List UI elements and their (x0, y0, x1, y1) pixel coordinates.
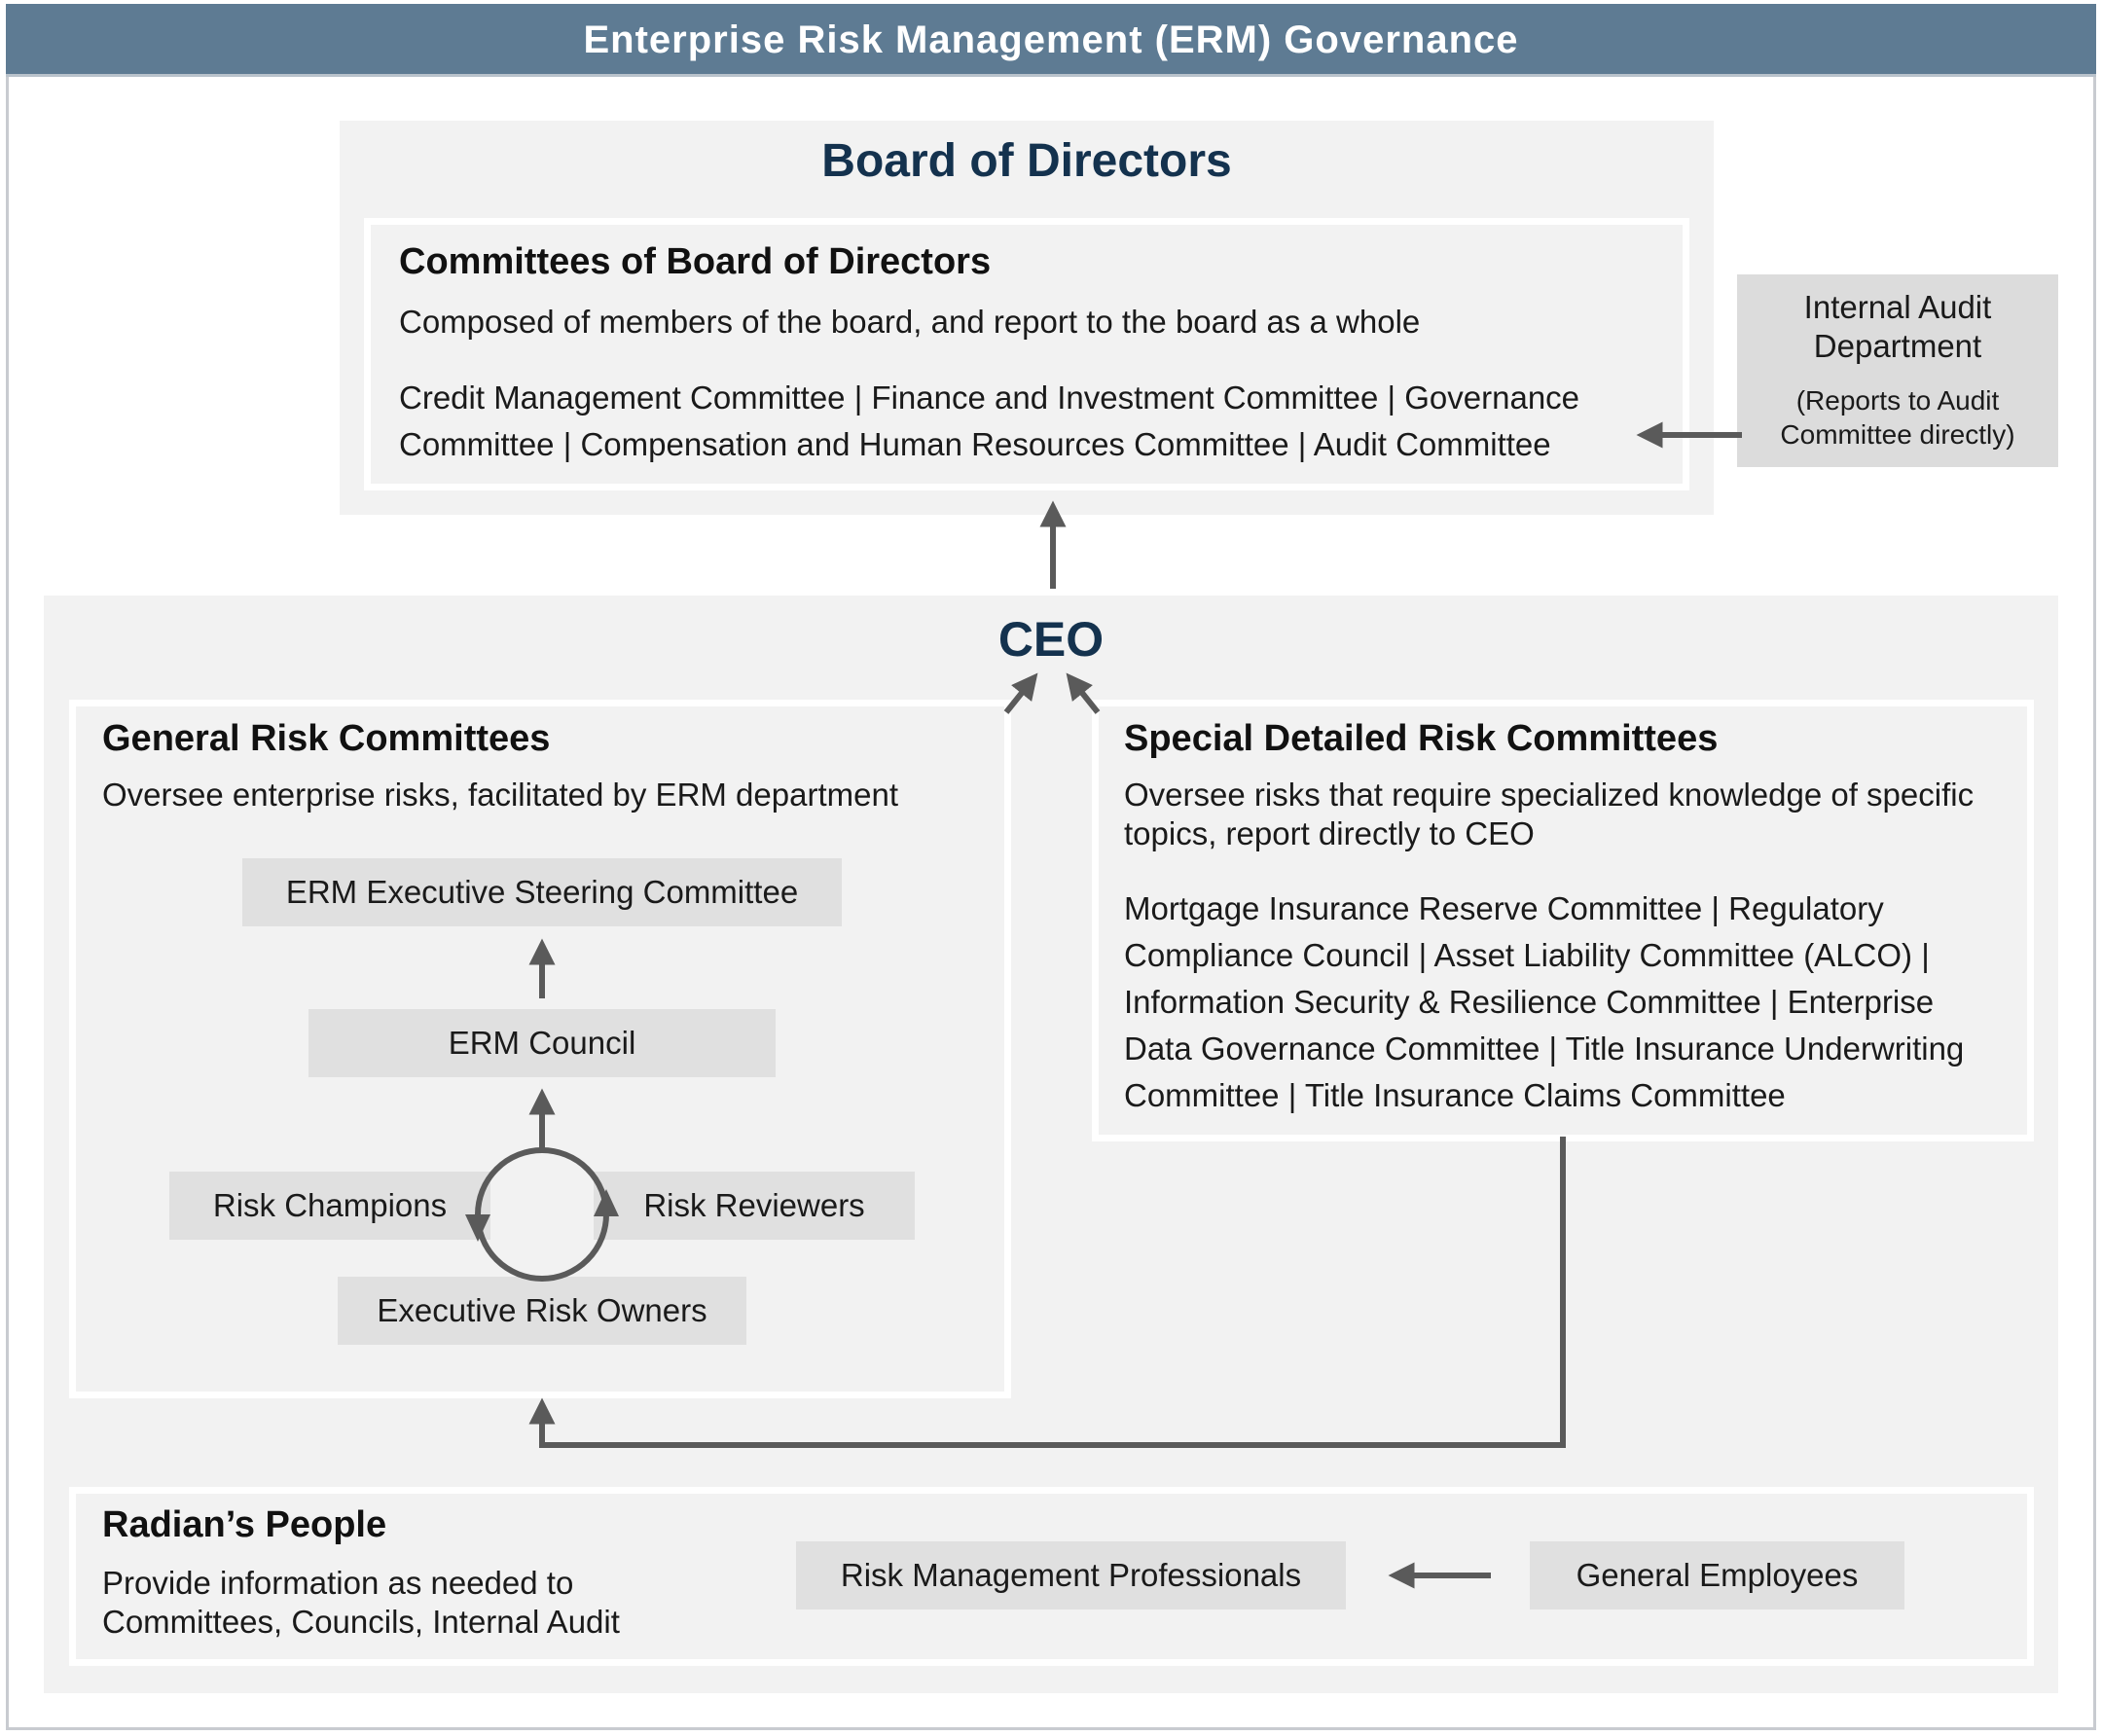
arrow-special-to-ceo (1066, 672, 1101, 714)
arrow-general-to-ceo (1003, 672, 1038, 714)
arrow-special-to-general (528, 1137, 1566, 1448)
board-committees-list: Credit Management Committee | Finance an… (399, 380, 1580, 462)
people-description: Provide information as needed to Committ… (102, 1565, 620, 1640)
cycle-arrowhead-right (594, 1189, 619, 1216)
board-committees-box (364, 218, 1689, 490)
special-risk-box (1092, 700, 2034, 1141)
ceo-label: CEO (997, 612, 1105, 667)
diagram-title: Enterprise Risk Management (ERM) Governa… (583, 18, 1519, 61)
executive-risk-owners: Executive Risk Owners (338, 1277, 746, 1345)
board-committees-heading: Committees of Board of Directors (399, 241, 992, 282)
internal-audit-name: Internal Audit Department (1803, 289, 1992, 364)
special-risk-description: Oversee risks that require specialized k… (1124, 777, 1975, 851)
board-title: Board of Directors (821, 135, 1232, 187)
erm-steering-committee: ERM Executive Steering Committee (242, 858, 842, 926)
erm-council: ERM Council (308, 1009, 776, 1077)
people-heading: Radian’s People (102, 1504, 387, 1545)
board-committees-description: Composed of members of the board, and re… (399, 304, 1421, 340)
internal-audit-box (1737, 274, 2058, 467)
special-risk-heading: Special Detailed Risk Committees (1124, 718, 1719, 759)
special-risk-list: Mortgage Insurance Reserve Committee | R… (1124, 890, 1965, 1113)
title-bar (6, 4, 2096, 77)
risk-champions: Risk Champions (169, 1172, 490, 1240)
general-risk-heading: General Risk Committees (102, 718, 551, 759)
general-risk-description: Oversee enterprise risks, facilitated by… (102, 777, 898, 813)
cycle-arrowhead-left (465, 1214, 490, 1242)
risk-reviewers: Risk Reviewers (594, 1172, 915, 1240)
risk-management-professionals: Risk Management Professionals (796, 1541, 1346, 1609)
general-employees: General Employees (1530, 1541, 1904, 1609)
internal-audit-note: (Reports to Audit Committee directly) (1780, 385, 2015, 450)
risk-cycle-loop (475, 1147, 609, 1282)
